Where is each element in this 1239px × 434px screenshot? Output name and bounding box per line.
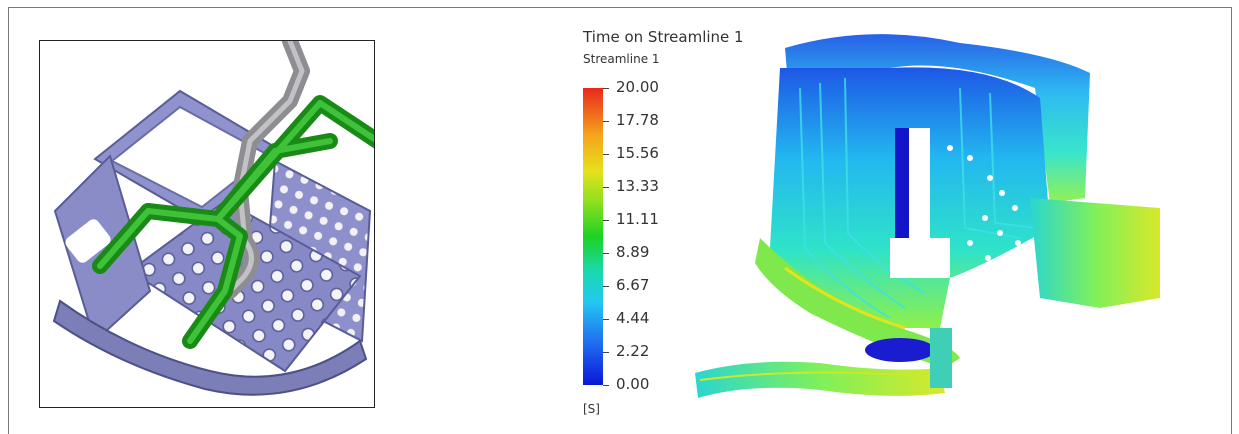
colorbar-tick-label: 8.89 bbox=[616, 243, 650, 261]
colorbar-tick bbox=[603, 253, 609, 254]
colorbar-tick-label: 2.22 bbox=[616, 342, 650, 360]
colorbar-tick bbox=[603, 385, 609, 386]
colorbar-tick bbox=[603, 286, 609, 287]
legend-title: Time on Streamline 1 bbox=[583, 28, 744, 46]
colorbar-tick bbox=[603, 187, 609, 188]
colorbar-tick-label: 6.67 bbox=[616, 276, 650, 294]
streamline-visualization-image bbox=[690, 28, 1180, 418]
colorbar-tick-label: 15.56 bbox=[616, 144, 659, 162]
colorbar-legend: Time on Streamline 1 Streamline 1 20.00 1… bbox=[583, 28, 744, 418]
cad-model-image bbox=[39, 40, 375, 408]
colorbar-tick bbox=[603, 352, 609, 353]
figure-frame bbox=[8, 7, 1232, 434]
colorbar-tick bbox=[603, 220, 609, 221]
colorbar-tick bbox=[603, 154, 609, 155]
legend-unit: [S] bbox=[583, 402, 600, 416]
colorbar-tick-label: 11.11 bbox=[616, 210, 659, 228]
colorbar-tick bbox=[603, 88, 609, 89]
colorbar-tick bbox=[603, 121, 609, 122]
colorbar-tick-label: 4.44 bbox=[616, 309, 650, 327]
colorbar-tick-label: 13.33 bbox=[616, 177, 659, 195]
legend-subtitle: Streamline 1 bbox=[583, 52, 660, 66]
colorbar-tick-label: 17.78 bbox=[616, 111, 659, 129]
colorbar-tick bbox=[603, 319, 609, 320]
colorbar-tick-label: 0.00 bbox=[616, 375, 650, 393]
colorbar-tick-label: 20.00 bbox=[616, 78, 659, 96]
color-scale-bar bbox=[583, 88, 603, 385]
